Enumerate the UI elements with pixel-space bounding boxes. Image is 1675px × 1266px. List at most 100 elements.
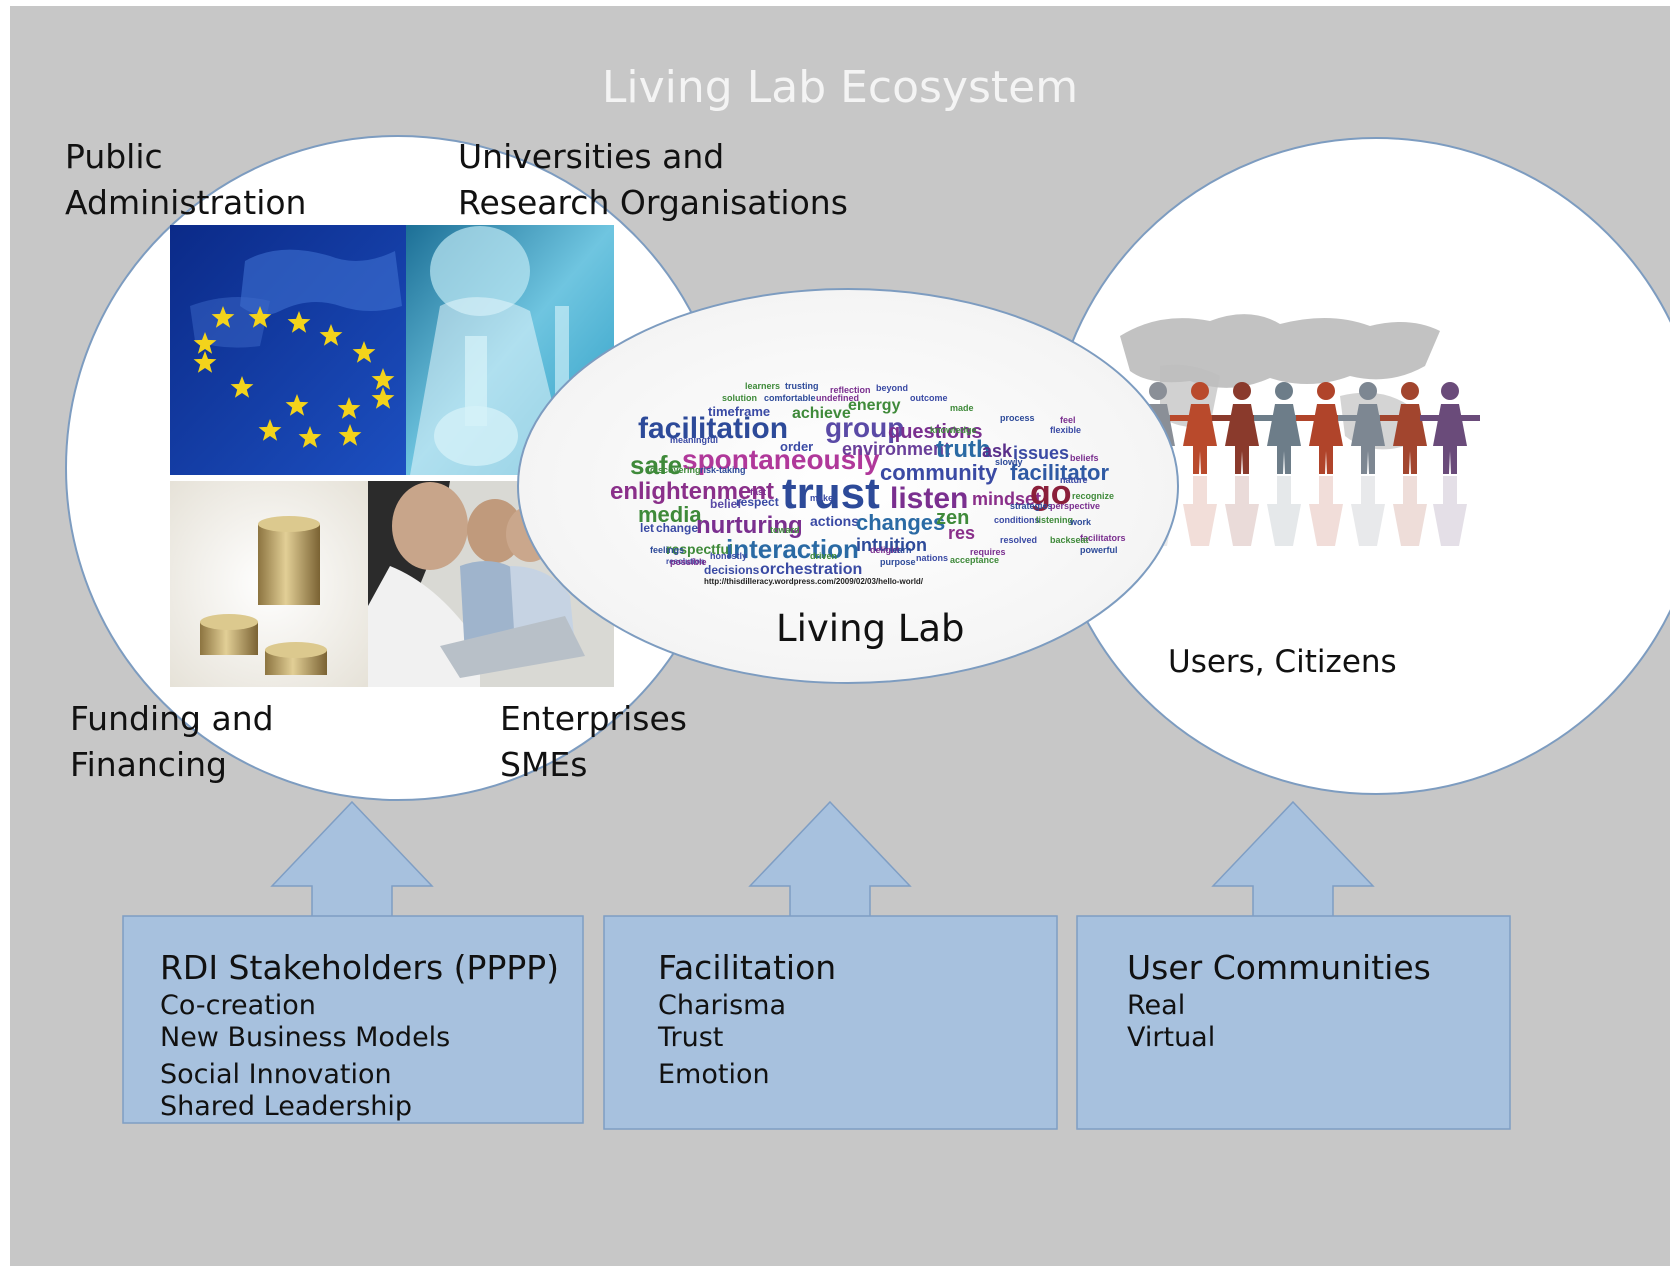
word-cloud-word: timeframe bbox=[708, 404, 771, 419]
word-cloud-word: learn bbox=[890, 545, 912, 555]
word-cloud-word: perspective bbox=[1050, 501, 1101, 511]
word-cloud-word: slowly bbox=[995, 457, 1023, 467]
box-item: Real bbox=[1127, 990, 1186, 1021]
box-item: Virtual bbox=[1127, 1022, 1216, 1053]
up-arrow bbox=[748, 800, 912, 921]
word-cloud-word: community bbox=[880, 460, 998, 485]
word-cloud-word: delight bbox=[870, 545, 900, 555]
word-cloud-word: truth bbox=[936, 436, 991, 463]
word-cloud-word: media bbox=[638, 502, 702, 527]
word-cloud-word: safe bbox=[630, 450, 683, 480]
word-cloud-word: respectful bbox=[666, 541, 733, 557]
eu-star bbox=[371, 368, 395, 390]
up-arrow bbox=[1211, 800, 1375, 921]
word-cloud-word: facilitators bbox=[1080, 533, 1126, 543]
box-item: Emotion bbox=[658, 1059, 770, 1090]
word-cloud-word: meaningful bbox=[670, 435, 719, 445]
word-cloud-word: trust bbox=[782, 469, 880, 518]
word-cloud-word: order bbox=[780, 439, 814, 454]
label-living-lab: Living Lab bbox=[776, 607, 965, 650]
eu-star bbox=[287, 311, 311, 333]
word-cloud-word: listening bbox=[1036, 515, 1074, 525]
category-box bbox=[1076, 915, 1511, 1130]
person-figure bbox=[1338, 382, 1398, 546]
word-cloud-word: changes bbox=[856, 510, 946, 535]
coin-top bbox=[200, 614, 258, 630]
box-item: Co-creation bbox=[160, 990, 316, 1021]
eu-star bbox=[319, 324, 343, 346]
word-cloud-word: enlightenment bbox=[610, 478, 775, 505]
coin bbox=[258, 580, 320, 589]
eu-star bbox=[193, 351, 217, 373]
living-lab-ellipse bbox=[517, 288, 1179, 684]
word-cloud-word: actions bbox=[810, 513, 860, 529]
word-cloud-word: respect bbox=[736, 495, 779, 509]
word-cloud-word: listen bbox=[890, 482, 969, 515]
word-cloud-word: let bbox=[640, 521, 655, 535]
word-cloud-word: flexible bbox=[1050, 425, 1082, 435]
coin bbox=[258, 548, 320, 557]
word-cloud-source: http://thisdilleracy.wordpress.com/2009/… bbox=[704, 577, 924, 586]
coin bbox=[258, 532, 320, 541]
coin bbox=[200, 630, 258, 639]
word-cloud-word: toward bbox=[770, 525, 800, 535]
word-cloud-word: backseat bbox=[1050, 535, 1089, 545]
coin bbox=[265, 658, 327, 667]
word-cloud-word: process bbox=[1000, 413, 1035, 423]
word-cloud-word: trusting bbox=[785, 381, 819, 391]
box-item: Shared Leadership bbox=[160, 1091, 413, 1122]
word-cloud-word: intuition bbox=[856, 535, 927, 555]
box-item: Trust bbox=[658, 1022, 724, 1053]
word-cloud-word: energy bbox=[848, 397, 901, 414]
word-cloud-word: undefined bbox=[816, 393, 859, 403]
word-cloud-word: environment bbox=[842, 439, 951, 459]
word-cloud-word: achieve bbox=[792, 405, 851, 422]
word-cloud-word: outcome bbox=[910, 393, 948, 403]
word-cloud-word: go bbox=[1030, 474, 1072, 512]
word-cloud-word: conditions bbox=[994, 515, 1040, 525]
word-cloud-word: interaction bbox=[726, 534, 859, 564]
word-cloud-word: res bbox=[948, 523, 976, 543]
word-cloud-word: driven bbox=[810, 551, 838, 561]
word-cloud-word: powerful bbox=[1080, 545, 1118, 555]
word-cloud-word: work bbox=[1070, 517, 1092, 527]
diagram-title: Living Lab Ecosystem bbox=[601, 62, 1079, 113]
word-cloud-word: made bbox=[950, 403, 974, 413]
eu-stars bbox=[193, 306, 395, 448]
label-enterprises: Enterprises SMEs bbox=[500, 699, 687, 784]
label-users-citizens: Users, Citizens bbox=[1168, 644, 1397, 680]
word-cloud-word: learners bbox=[745, 381, 781, 391]
person-figure bbox=[1170, 382, 1230, 546]
eu-star bbox=[371, 387, 395, 409]
word-cloud-word: mindset bbox=[972, 489, 1042, 509]
eu-star bbox=[338, 424, 362, 446]
box-item: Social Innovation bbox=[160, 1059, 392, 1090]
word-cloud-word: discovering bbox=[650, 465, 701, 475]
word-cloud-word: purpose bbox=[880, 557, 916, 567]
word-cloud-word: acceptance bbox=[950, 555, 1000, 565]
box-title-rdi: RDI Stakeholders (PPPP) bbox=[160, 948, 560, 987]
word-cloud-word: feelings bbox=[650, 545, 685, 555]
word-cloud-word: risk-taking bbox=[700, 465, 746, 475]
word-cloud-word: possible bbox=[670, 557, 707, 567]
box-item: New Business Models bbox=[160, 1022, 451, 1053]
box-item: Charisma bbox=[658, 990, 787, 1021]
word-cloud-word: ask bbox=[982, 441, 1013, 461]
word-cloud-word: belief bbox=[710, 497, 742, 511]
word-cloud-word: requires bbox=[970, 547, 1006, 557]
word-cloud-word: beliefs bbox=[1070, 453, 1099, 463]
word-cloud-word: decisions bbox=[704, 563, 760, 577]
coin bbox=[258, 540, 320, 549]
eu-star bbox=[337, 397, 361, 419]
box-title-facilitation: Facilitation bbox=[658, 948, 837, 987]
person-figure bbox=[1212, 382, 1272, 546]
coin bbox=[258, 588, 320, 597]
word-cloud-word: spontaneously bbox=[682, 444, 880, 475]
eu-star bbox=[352, 341, 376, 363]
label-public-administration: Public Administration bbox=[65, 137, 307, 222]
category-box bbox=[603, 915, 1058, 1130]
person-figure bbox=[1420, 382, 1480, 546]
word-cloud-word: nations bbox=[916, 553, 949, 563]
word-cloud-word: honestly bbox=[710, 551, 748, 561]
